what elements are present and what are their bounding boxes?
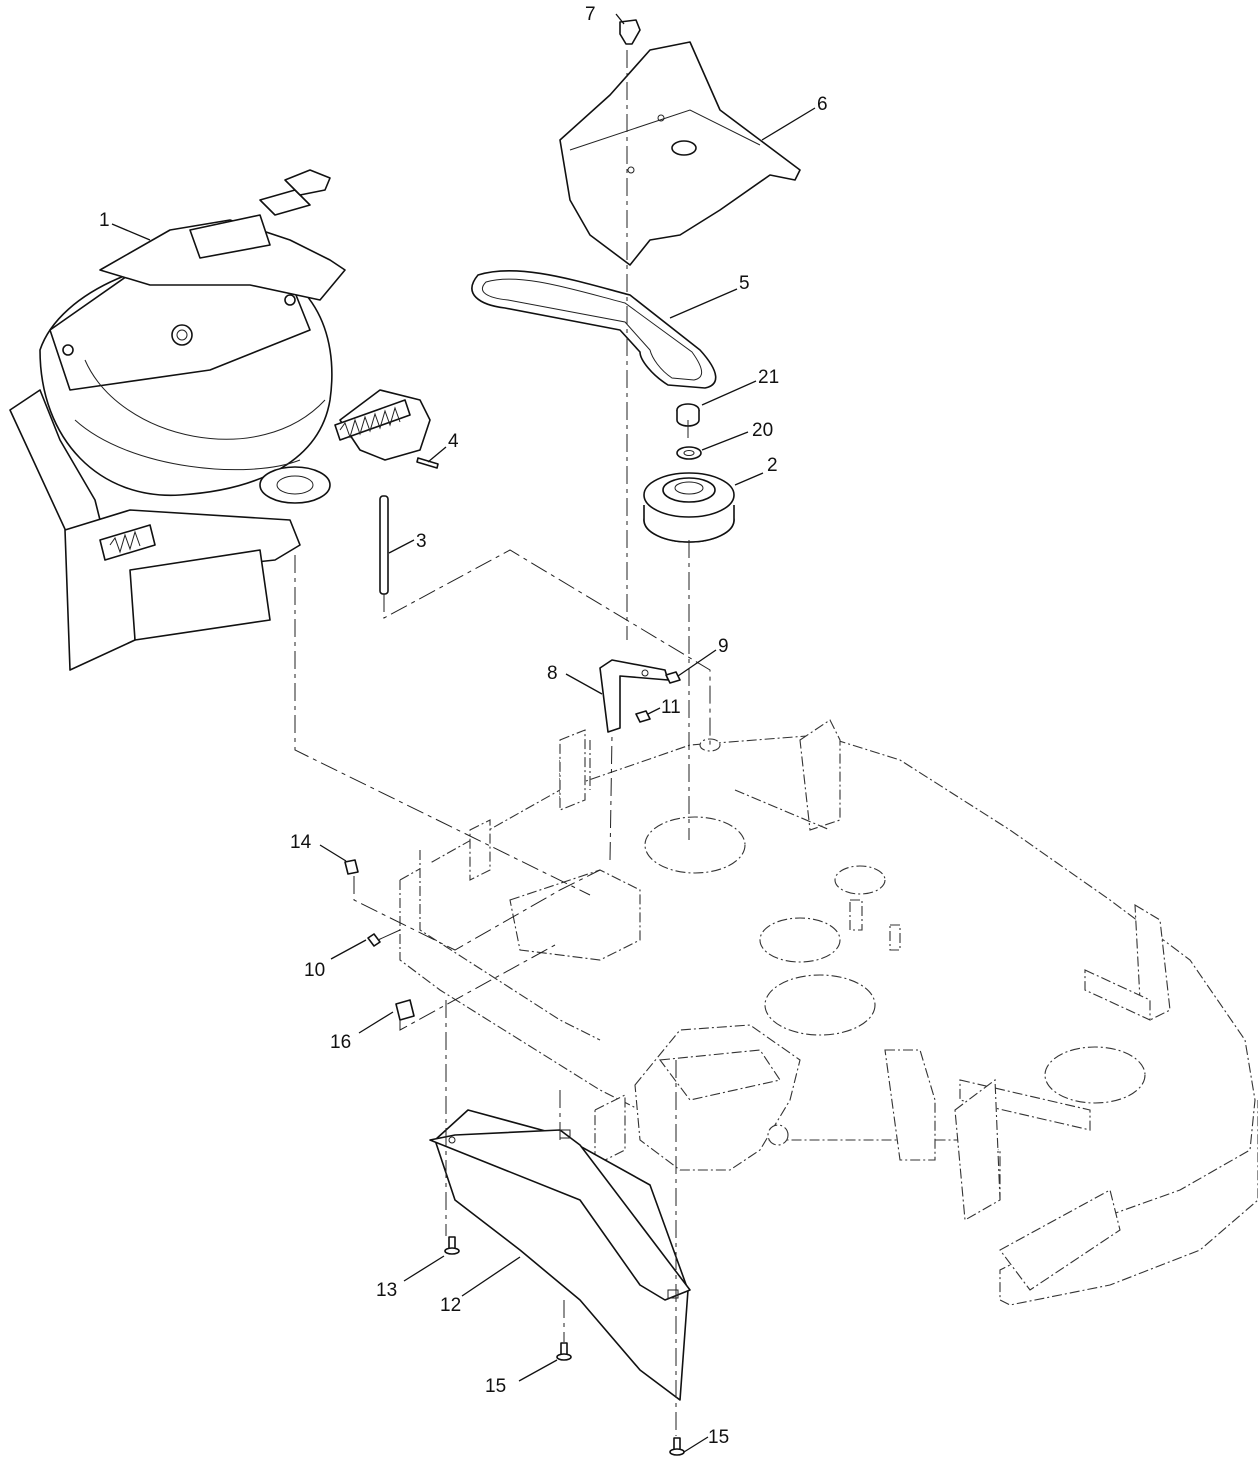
carriage-bolt <box>367 929 401 947</box>
belt-cover <box>559 41 801 266</box>
callout-4: 4 <box>448 431 459 452</box>
callout-16: 16 <box>330 1032 351 1053</box>
cover-bracket <box>599 659 669 733</box>
spacer <box>676 403 700 427</box>
flange-nut-14 <box>344 859 359 875</box>
blower-assembly <box>9 169 431 671</box>
callout-21: 21 <box>758 367 779 388</box>
knob <box>619 19 641 45</box>
callout-9: 9 <box>718 636 729 657</box>
nut-9 <box>665 671 681 684</box>
callout-2: 2 <box>767 455 778 476</box>
screw-15-lower <box>669 1437 685 1456</box>
screw-15-upper <box>556 1342 572 1361</box>
deflector-plate <box>429 1109 691 1401</box>
callout-14: 14 <box>290 832 312 853</box>
washer <box>676 446 702 460</box>
callout-3: 3 <box>416 531 427 552</box>
callout-20: 20 <box>752 420 773 441</box>
callout-8: 8 <box>547 663 558 684</box>
screw-13 <box>444 1236 460 1255</box>
pin <box>379 495 389 595</box>
flange-nut-16 <box>395 999 415 1021</box>
idler-pulley <box>643 472 735 543</box>
v-belt <box>471 269 717 389</box>
callout-7: 7 <box>585 4 596 25</box>
callout-13: 13 <box>376 1280 397 1301</box>
callout-15-lower: 15 <box>708 1427 729 1448</box>
leader-lines <box>111 13 816 1453</box>
callout-11: 11 <box>661 697 681 718</box>
callout-15-upper: 15 <box>485 1376 506 1397</box>
callout-6: 6 <box>817 94 828 115</box>
callout-labels: 1 2 3 4 5 6 7 8 9 10 11 12 13 14 15 15 1… <box>99 4 828 1448</box>
callout-1: 1 <box>99 210 110 231</box>
assembly-lines <box>294 50 711 1436</box>
callout-5: 5 <box>739 273 750 294</box>
callout-10: 10 <box>304 960 325 981</box>
nut-11 <box>635 710 651 723</box>
cotter-pin <box>416 457 439 469</box>
callout-12: 12 <box>440 1295 461 1316</box>
